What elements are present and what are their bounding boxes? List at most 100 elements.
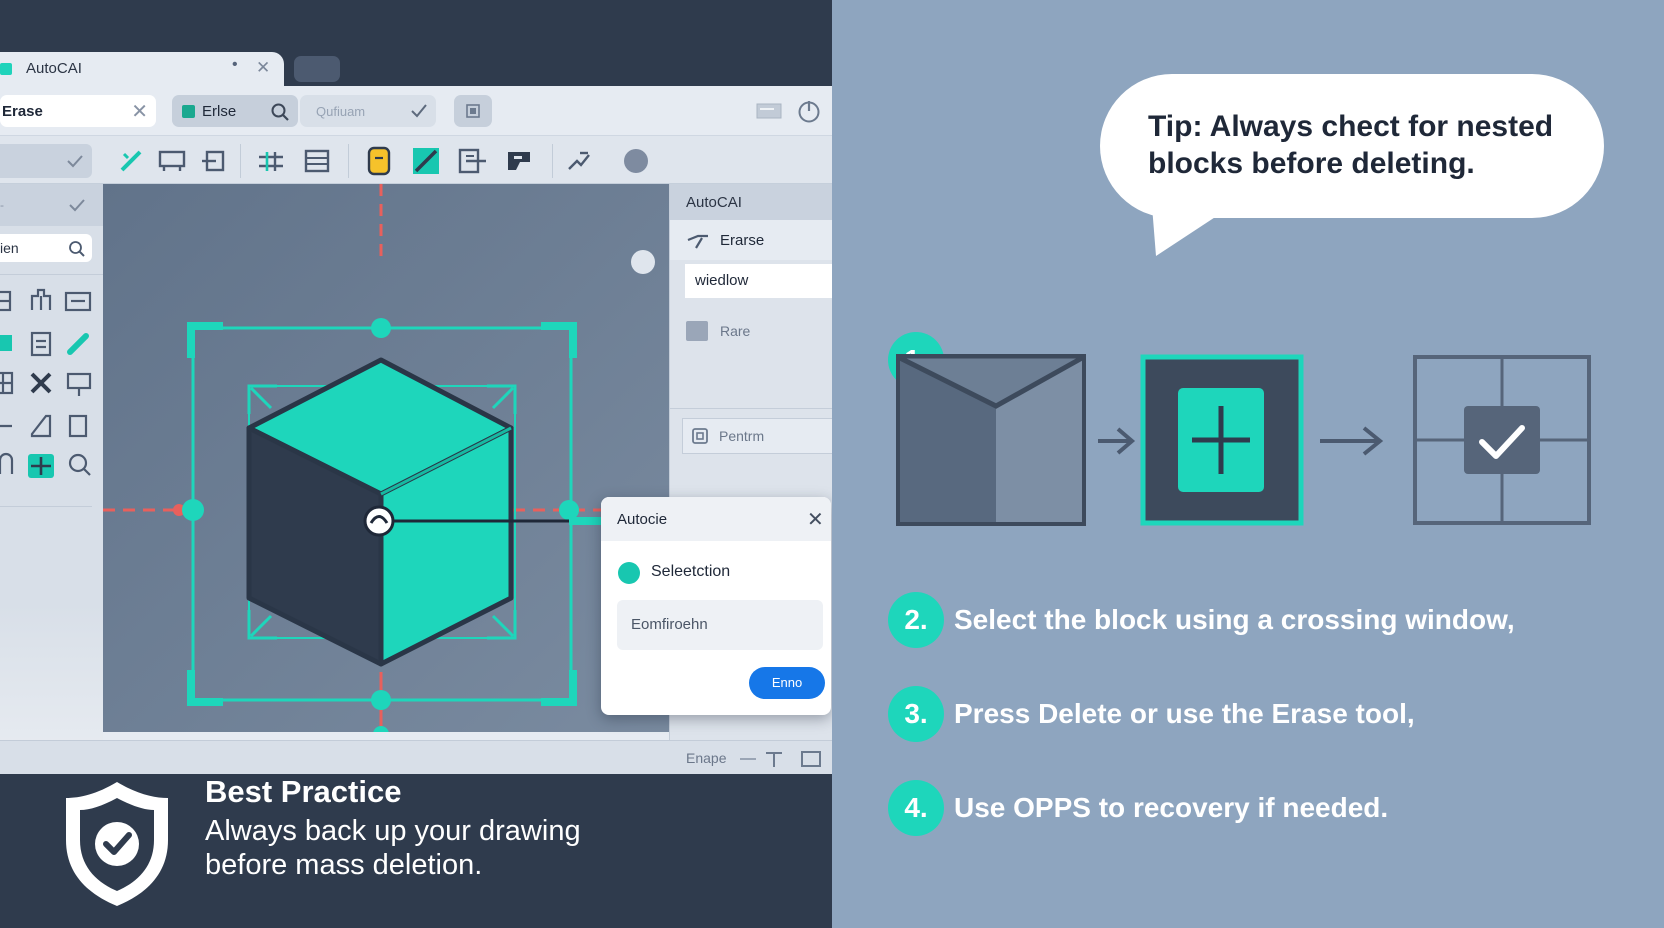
tab-bar: AutoCAI • ✕: [0, 52, 832, 86]
toolbar-separator: [348, 144, 349, 178]
properties-header-label: AutoCAI: [686, 194, 742, 211]
dialog-confirm-button[interactable]: Enno: [749, 667, 825, 699]
tab-autocad[interactable]: AutoCAI • ✕: [0, 52, 284, 86]
dialog-title: Autocie: [617, 511, 668, 528]
monitor-icon[interactable]: [756, 102, 782, 122]
palette-divider: [0, 506, 92, 507]
inner-corner-marks: [247, 384, 517, 640]
palette-header-mark: -: [0, 198, 4, 212]
toolbar-separator: [240, 144, 241, 178]
properties-erase-label: Erarse: [720, 232, 765, 249]
layer-state-icon[interactable]: [366, 146, 392, 176]
color-swatch: [686, 321, 708, 341]
tip-bubble: Tip: Always chect for nested blocks befo…: [1100, 74, 1604, 218]
best-practice-title: Best Practice: [205, 774, 402, 809]
rectangle-icon[interactable]: [158, 149, 186, 173]
layer-dropdown[interactable]: [0, 144, 92, 178]
app-icon: [0, 63, 12, 75]
command-input-value: Erase: [2, 103, 43, 120]
palette-header: -: [0, 184, 103, 226]
step-3-text: Press Delete or use the Erase tool,: [954, 698, 1415, 729]
check-icon[interactable]: [410, 103, 428, 119]
dialog-close-icon[interactable]: ✕: [807, 509, 824, 531]
tab-title: AutoCAI: [26, 60, 82, 77]
guide-endpoint: [173, 504, 185, 516]
cursor-pick-icon: [363, 505, 395, 537]
block-erased-illustration: [1413, 355, 1591, 525]
clear-icon[interactable]: ✕: [131, 101, 148, 123]
properties-erase-row[interactable]: Erarse: [670, 220, 832, 260]
step-3-badge: 3.: [888, 686, 944, 742]
toolbar-separator: [552, 144, 553, 178]
ortho-icon[interactable]: [764, 749, 784, 769]
best-practice-banner: Best Practice Always back up your drawin…: [0, 774, 832, 928]
stretch-icon[interactable]: [566, 149, 592, 173]
table-icon[interactable]: [304, 149, 330, 173]
properties-divider: [670, 408, 832, 409]
step-2-badge: 2.: [888, 592, 944, 648]
frame-corner-handles[interactable]: [187, 322, 577, 706]
step-4-text: Use OPPS to recovery if needed.: [954, 792, 1389, 823]
dash-icon: [740, 758, 756, 760]
palette-tool-grid[interactable]: [0, 284, 103, 484]
check-icon: [67, 155, 83, 168]
properties-pentrm-row[interactable]: Pentrm: [682, 418, 832, 454]
copy-icon: [692, 428, 708, 444]
palette-divider: [0, 274, 103, 275]
properties-rare-row[interactable]: Rare: [670, 308, 832, 354]
canvas-drawing: [103, 184, 669, 732]
shield-check-icon: [66, 782, 168, 906]
group-icon[interactable]: [504, 148, 534, 174]
dialog-confirm-label: Enno: [771, 675, 803, 690]
check-icon[interactable]: [68, 198, 86, 212]
left-panel: AutoCAI • ✕ Erase ✕ Erlse Qufiuam: [0, 0, 832, 928]
properties-window-value: wiedlow: [695, 272, 749, 289]
more-tools-button[interactable]: [624, 149, 648, 173]
secondary-input[interactable]: Qufiuam: [300, 95, 436, 127]
insert-icon[interactable]: [458, 148, 488, 174]
palette-search-value: ien: [0, 240, 19, 256]
arrow-right-icon: [1098, 427, 1136, 455]
confirmation-input[interactable]: Eomfiroehn: [617, 600, 823, 650]
properties-window-input[interactable]: wiedlow: [685, 264, 832, 298]
command-line-text: Enape: [686, 750, 727, 766]
palette-search-input[interactable]: ien: [0, 234, 92, 262]
command-chip[interactable]: Erlse: [172, 95, 298, 127]
viewcube-button[interactable]: [631, 250, 655, 274]
selection-radio[interactable]: [618, 562, 640, 584]
dialog-header: Autocie ✕: [601, 497, 831, 541]
block-icon[interactable]: [200, 149, 226, 173]
ribbon-toolbar: [0, 136, 832, 184]
layout-icon: [466, 104, 480, 118]
tab-close-icon[interactable]: ✕: [256, 58, 271, 77]
command-line[interactable]: Enape: [0, 740, 832, 774]
step-3-number: 3.: [904, 698, 928, 729]
block-before-illustration: [896, 354, 1086, 526]
array-icon[interactable]: [256, 149, 286, 173]
new-tab-button[interactable]: [294, 56, 340, 82]
hatch-icon[interactable]: [412, 147, 440, 175]
step-4-badge: 4.: [888, 780, 944, 836]
search-icon[interactable]: [270, 102, 290, 122]
layout-button[interactable]: [454, 95, 492, 127]
trim-icon[interactable]: [118, 148, 144, 174]
command-input[interactable]: Erase ✕: [0, 95, 156, 127]
power-icon[interactable]: [796, 98, 822, 124]
step-2-number: 2.: [904, 604, 928, 635]
erase-icon: [687, 234, 708, 249]
erase-dialog: Autocie ✕ Seleetction Eomfiroehn Enno: [601, 497, 831, 715]
cube-block[interactable]: [246, 357, 514, 667]
properties-rare-label: Rare: [720, 323, 751, 339]
grip-handles[interactable]: [182, 318, 579, 732]
address-bar: Erase ✕ Erlse Qufiuam: [0, 86, 832, 136]
viewport-icon[interactable]: [800, 749, 822, 769]
best-practice-body: Always back up your drawing before mass …: [205, 815, 581, 881]
bubble-tail: [1152, 206, 1232, 256]
drawing-canvas[interactable]: [103, 184, 669, 732]
command-chip-label: Erlse: [202, 103, 237, 120]
tool-palette: - ien: [0, 184, 103, 774]
step-4-number: 4.: [904, 792, 928, 823]
search-icon[interactable]: [68, 240, 86, 258]
properties-pentrm-label: Pentrm: [719, 428, 765, 444]
properties-header: AutoCAI: [670, 184, 832, 220]
